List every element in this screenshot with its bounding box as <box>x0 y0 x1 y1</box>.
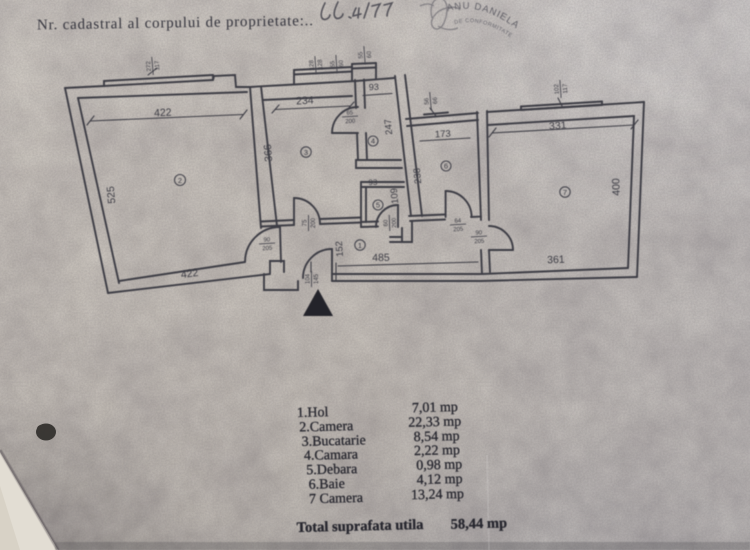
svg-text:2,22 mp: 2,22 mp <box>414 443 460 459</box>
svg-text:5: 5 <box>376 201 380 210</box>
svg-text:422: 422 <box>180 267 199 281</box>
svg-text:1.Hol: 1.Hol <box>297 405 329 421</box>
svg-text:55: 55 <box>357 51 365 59</box>
svg-text:66: 66 <box>432 96 440 104</box>
svg-text:485: 485 <box>372 252 390 264</box>
svg-text:2: 2 <box>178 176 182 185</box>
svg-text:128: 128 <box>308 59 316 70</box>
svg-text:361: 361 <box>547 254 565 267</box>
svg-text:331: 331 <box>549 119 567 132</box>
svg-text:93: 93 <box>368 178 378 187</box>
svg-text:90: 90 <box>475 230 483 236</box>
svg-text:5.Debara: 5.Debara <box>306 462 358 478</box>
svg-text:7,01 mp: 7,01 mp <box>412 400 458 416</box>
svg-text:400: 400 <box>610 178 623 196</box>
svg-text:205: 205 <box>262 246 273 253</box>
svg-text:93: 93 <box>369 82 380 93</box>
svg-text:6.Baie: 6.Baie <box>308 477 345 493</box>
svg-text:145: 145 <box>314 273 320 284</box>
svg-text:128: 128 <box>317 59 325 70</box>
svg-text:3.Bucatarie: 3.Bucatarie <box>301 433 365 450</box>
svg-text:22,33 mp: 22,33 mp <box>408 414 461 430</box>
svg-text:109: 109 <box>389 187 402 204</box>
svg-text:0,98 mp: 0,98 mp <box>416 457 462 473</box>
svg-text:65: 65 <box>346 110 354 116</box>
svg-text:60: 60 <box>366 50 374 58</box>
svg-text:Total suprafata utila: Total suprafata utila <box>297 517 425 536</box>
svg-text:234: 234 <box>296 95 314 108</box>
svg-text:3: 3 <box>304 148 308 157</box>
svg-text:1: 1 <box>358 241 362 250</box>
svg-text:422: 422 <box>154 107 172 120</box>
svg-text:117: 117 <box>562 83 570 94</box>
svg-text:75: 75 <box>303 219 309 226</box>
svg-text:13,24 mp: 13,24 mp <box>411 487 464 503</box>
svg-text:117: 117 <box>154 60 162 71</box>
svg-text:90: 90 <box>263 237 271 243</box>
svg-text:205: 205 <box>474 239 485 246</box>
svg-text:7 Camera: 7 Camera <box>309 491 364 507</box>
svg-text:58,44 mp: 58,44 mp <box>450 515 507 532</box>
svg-text:200: 200 <box>311 217 317 228</box>
svg-text:272: 272 <box>145 60 153 71</box>
svg-text:4,12 mp: 4,12 mp <box>417 472 463 488</box>
svg-text:366: 366 <box>262 144 275 162</box>
svg-text:247: 247 <box>383 118 396 135</box>
svg-text:173: 173 <box>435 128 452 140</box>
svg-text:6: 6 <box>444 162 448 171</box>
svg-text:56: 56 <box>423 97 431 105</box>
svg-text:200: 200 <box>345 119 356 126</box>
svg-text:7: 7 <box>563 188 567 197</box>
svg-text:238: 238 <box>412 167 425 184</box>
svg-text:64: 64 <box>454 218 462 224</box>
svg-text:2.Camera: 2.Camera <box>299 419 354 435</box>
svg-text:152: 152 <box>334 241 346 258</box>
svg-text:525: 525 <box>105 186 118 205</box>
svg-text:8,54 mp: 8,54 mp <box>413 429 459 445</box>
svg-text:205: 205 <box>453 227 464 234</box>
svg-text:60: 60 <box>338 59 346 67</box>
svg-text:60: 60 <box>383 219 389 227</box>
svg-text:102: 102 <box>553 83 561 94</box>
svg-text:104: 104 <box>306 273 312 284</box>
svg-text:4.Camara: 4.Camara <box>304 448 359 464</box>
svg-text:Nr. cadastral al corpului de p: Nr. cadastral al corpului de proprietate… <box>37 13 314 33</box>
svg-text:55: 55 <box>329 60 337 68</box>
svg-text:4: 4 <box>371 137 375 146</box>
svg-text:200: 200 <box>392 217 398 228</box>
